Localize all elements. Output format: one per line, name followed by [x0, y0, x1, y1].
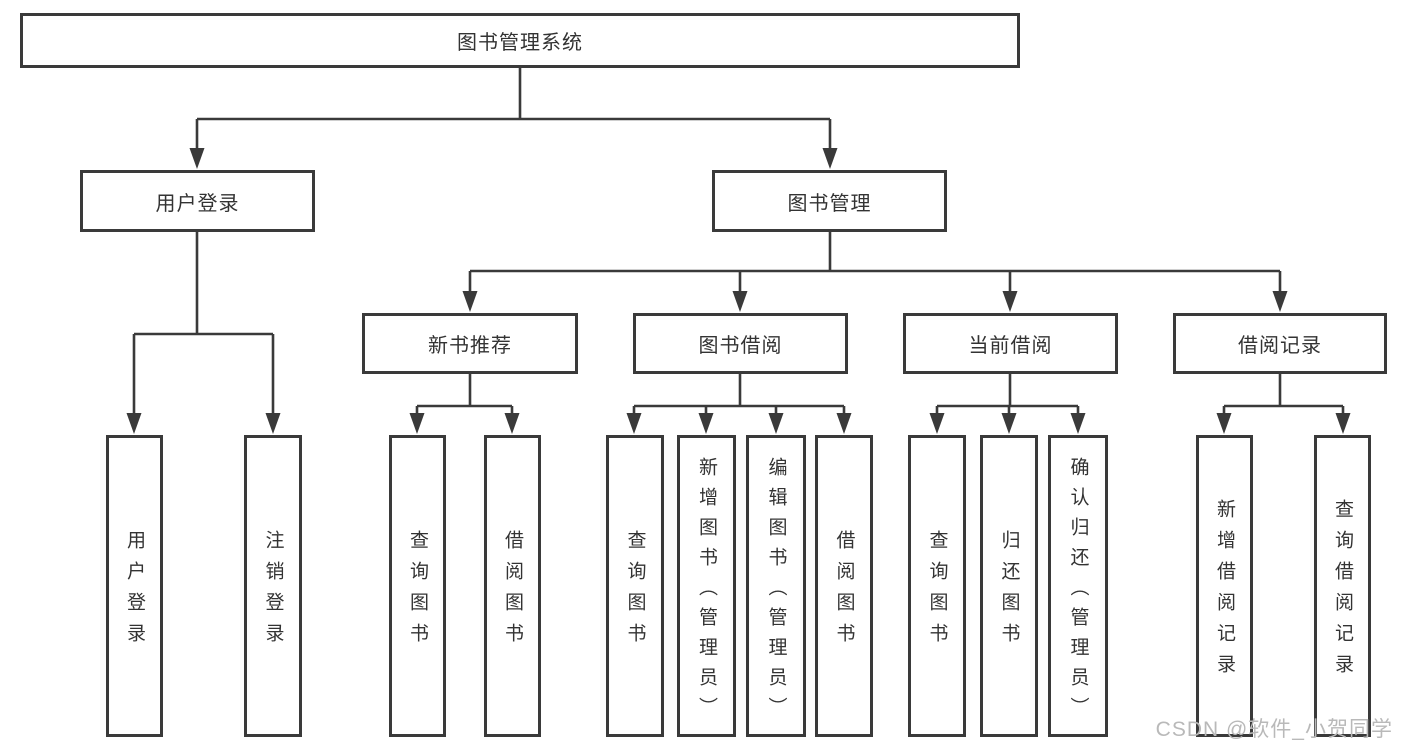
leaf-borrowing-borrow-book: 借阅图书 — [815, 435, 873, 737]
node-book-management-label: 图书管理 — [787, 192, 872, 215]
leaf-records-add-record: 新增借阅记录 — [1196, 435, 1253, 737]
node-root-label: 图书管理系统 — [457, 32, 583, 54]
leaf-logout-label: 注销登录 — [262, 530, 284, 654]
leaf-current-query-book-label: 查询图书 — [926, 530, 948, 654]
connector-current-to-leaves — [935, 374, 1080, 415]
connector-records-to-leaves — [1222, 374, 1345, 415]
node-new-book-recommend-label: 新书推荐 — [428, 335, 512, 357]
leaf-newbooks-borrow-book-label: 借阅图书 — [502, 530, 523, 654]
leaf-current-return-book: 归还图书 — [980, 435, 1038, 737]
node-borrow-records: 借阅记录 — [1173, 313, 1387, 374]
csdn-watermark: CSDN @软件_小贺同学 — [1155, 718, 1393, 741]
leaf-borrowing-query-book-label: 查询图书 — [624, 530, 646, 654]
leaf-newbooks-query-book-label: 查询图书 — [407, 530, 428, 654]
leaf-records-add-record-label: 新增借阅记录 — [1214, 499, 1235, 685]
node-book-borrowing: 图书借阅 — [633, 313, 848, 374]
node-user-login-label: 用户登录 — [155, 192, 240, 215]
node-book-management-module: 图书管理 — [712, 170, 947, 232]
connector-root-to-level2 — [195, 68, 832, 150]
node-current-borrowing: 当前借阅 — [903, 313, 1118, 374]
leaf-current-confirm-return-admin: 确认归还（管理员） — [1048, 435, 1108, 737]
node-root-system: 图书管理系统 — [20, 13, 1020, 68]
leaf-borrowing-edit-book-admin: 编辑图书（管理员） — [746, 435, 806, 737]
node-borrow-records-label: 借阅记录 — [1238, 335, 1322, 357]
arrowheads-current-leaves — [929, 413, 1086, 434]
leaf-records-query-record-label: 查询借阅记录 — [1332, 499, 1353, 685]
leaf-user-login-label: 用户登录 — [124, 530, 145, 654]
leaf-borrowing-query-book: 查询图书 — [606, 435, 664, 737]
connector-newbooks-to-leaves — [415, 374, 514, 415]
leaf-borrowing-edit-book-admin-label: 编辑图书（管理员） — [765, 457, 787, 727]
leaf-borrowing-add-book-admin-label: 新增图书（管理员） — [696, 457, 717, 727]
node-new-book-recommend: 新书推荐 — [362, 313, 578, 374]
arrowheads-level2 — [189, 148, 838, 169]
arrowheads-level3 — [462, 291, 1288, 312]
leaf-newbooks-query-book: 查询图书 — [389, 435, 446, 737]
node-book-borrowing-label: 图书借阅 — [698, 335, 783, 357]
leaf-current-confirm-return-admin-label: 确认归还（管理员） — [1067, 457, 1089, 727]
leaf-logout: 注销登录 — [244, 435, 302, 737]
leaf-borrowing-add-book-admin: 新增图书（管理员） — [677, 435, 736, 737]
arrowheads-newbooks-leaves — [409, 413, 520, 434]
leaf-borrowing-borrow-book-label: 借阅图书 — [833, 530, 855, 654]
leaf-records-query-record: 查询借阅记录 — [1314, 435, 1371, 737]
connector-bookmgmt-to-level3 — [468, 232, 1282, 293]
arrowheads-records-leaves — [1216, 413, 1351, 434]
connector-userlogin-to-leaves — [132, 232, 275, 415]
leaf-current-return-book-label: 归还图书 — [998, 530, 1020, 654]
connector-borrowing-to-leaves — [632, 374, 846, 415]
leaf-current-query-book: 查询图书 — [908, 435, 966, 737]
leaf-newbooks-borrow-book: 借阅图书 — [484, 435, 541, 737]
arrowheads-borrowing-leaves — [626, 413, 852, 434]
arrowheads-userlogin-leaves — [126, 413, 281, 434]
node-current-borrowing-label: 当前借阅 — [968, 335, 1053, 357]
leaf-user-login: 用户登录 — [106, 435, 163, 737]
node-user-login-module: 用户登录 — [80, 170, 315, 232]
